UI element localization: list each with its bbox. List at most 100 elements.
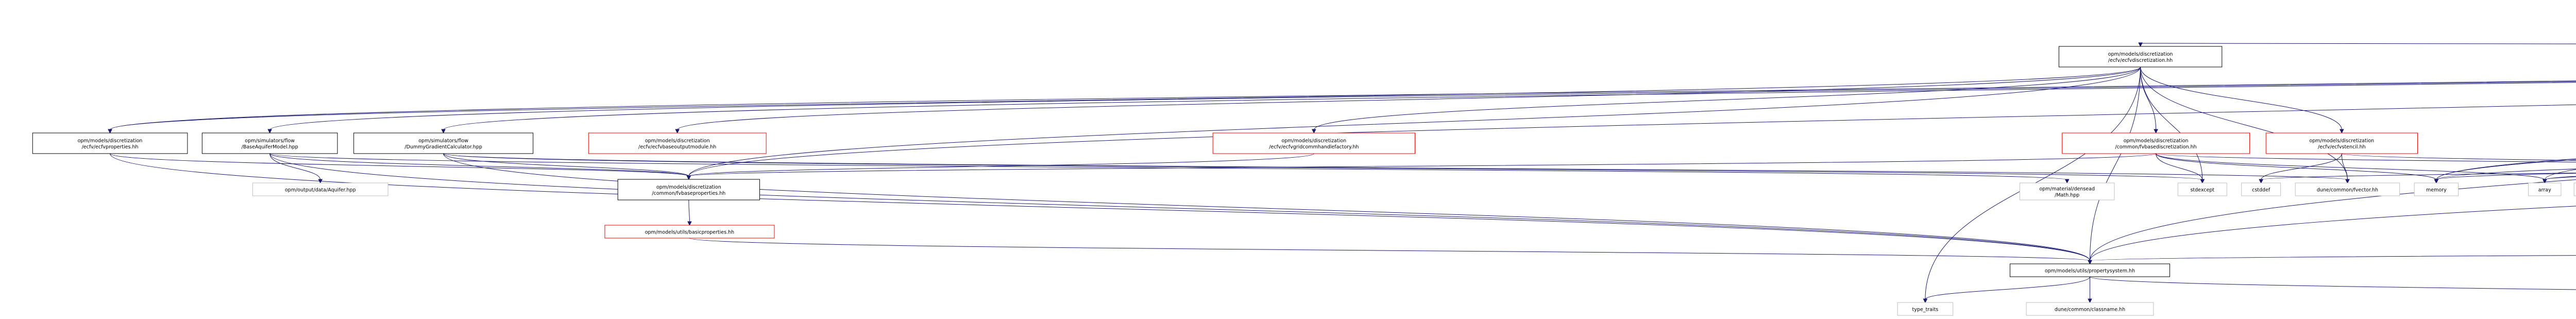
edge-tempmodel-to-array bbox=[2542, 176, 2576, 184]
edge-dummygrad-to-fvbaseprops bbox=[443, 153, 691, 180]
node-box bbox=[2177, 182, 2227, 196]
node-box bbox=[588, 132, 767, 154]
node-classname: dune/common/classname.hh bbox=[2026, 302, 2154, 316]
edge-cpgridvanguard-to-array bbox=[2542, 169, 2576, 184]
node-box bbox=[201, 132, 338, 154]
edge-ecfvdisc-to-ecfvbaseout bbox=[675, 66, 2141, 134]
edge-flowbaseprobprops-to-fvbaseprops bbox=[686, 104, 2576, 180]
node-label: opm/models/discretization bbox=[2309, 138, 2374, 144]
node-box bbox=[617, 179, 760, 200]
edge-root-to-memory bbox=[2434, 158, 2576, 184]
node-stdexcept: stdexcept bbox=[2177, 182, 2227, 196]
edge-dummygrad-to-propsystem bbox=[443, 153, 2092, 265]
node-label: /ecfv/ecfvstencil.hh bbox=[2318, 144, 2366, 150]
node-ecfvbaseout[interactable]: opm/models/discretization/ecfv/ecfvbaseo… bbox=[588, 132, 767, 154]
edge-ecfvprops-to-propsystem bbox=[110, 153, 2092, 265]
node-box bbox=[252, 182, 388, 196]
node-ecfvprops[interactable]: opm/models/discretization/ecfv/ecfvprope… bbox=[32, 132, 188, 154]
node-box bbox=[2414, 182, 2459, 196]
node-ecfvgridcomm[interactable]: opm/models/discretization/ecfv/ecfvgridc… bbox=[1212, 132, 1416, 154]
node-label: /ecfv/ecfvbaseoutputmodule.hh bbox=[638, 144, 716, 150]
node-label: dune/common/classname.hh bbox=[2055, 307, 2125, 313]
node-box bbox=[2019, 182, 2115, 200]
node-label: opm/models/utils/propertysystem.hh bbox=[2045, 268, 2135, 274]
node-cstddef: cstddef bbox=[2241, 182, 2281, 196]
node-opmlog: opm/common/OpmLog/OpmLog.hpp bbox=[2573, 182, 2576, 196]
edge-ecfvdisc-to-ecfvprops bbox=[108, 66, 2141, 134]
node-label: /DummyGradientCalculator.hpp bbox=[404, 144, 482, 150]
edges-layer bbox=[108, 42, 2576, 304]
edge-fvbasedisc-to-fvbaseprops bbox=[686, 153, 2157, 180]
node-propsystem[interactable]: opm/models/utils/propertysystem.hh bbox=[2009, 263, 2171, 277]
node-box bbox=[2265, 132, 2418, 154]
node-box bbox=[2009, 263, 2171, 277]
edge-flowbaseprobprops-to-baseaquifer bbox=[267, 81, 2576, 134]
edge-baseaquifer-to-fvbaseprops bbox=[269, 153, 691, 180]
node-basicprops[interactable]: opm/models/utils/basicproperties.hh bbox=[604, 225, 775, 239]
node-label: opm/models/utils/basicproperties.hh bbox=[645, 230, 734, 236]
node-label: opm/models/discretization bbox=[645, 138, 710, 144]
node-aquifer: opm/output/data/Aquifer.hpp bbox=[252, 182, 388, 196]
node-box bbox=[1897, 302, 1954, 316]
edge-dummygrad-to-stdexcept bbox=[443, 153, 2205, 184]
edge-eclwriter-to-memory bbox=[2434, 169, 2576, 184]
node-ecfvdisc[interactable]: opm/models/discretization/ecfv/ecfvdiscr… bbox=[2058, 46, 2223, 68]
node-ecfvstencil[interactable]: opm/models/discretization/ecfv/ecfvstenc… bbox=[2265, 132, 2418, 154]
node-box bbox=[32, 132, 188, 154]
edge-ecfvdisc-to-propsystem bbox=[2088, 66, 2141, 265]
node-label: opm/models/discretization bbox=[1281, 138, 1346, 144]
edge-flowbaseprobprops-to-dummygrad bbox=[441, 82, 2576, 134]
node-label: opm/models/discretization bbox=[78, 138, 143, 144]
edge-blackoilenergy-to-cstddef bbox=[2259, 173, 2576, 184]
node-label: cstddef bbox=[2252, 188, 2270, 193]
node-fvbaseprops[interactable]: opm/models/discretization/common/fvbasep… bbox=[617, 179, 760, 200]
node-baseaquifer[interactable]: opm/simulators/flow/BaseAquiferModel.hpp bbox=[201, 132, 338, 154]
edge-ecfvdisc-to-ecfvgridcomm bbox=[1312, 66, 2141, 134]
node-label: /common/fvbasediscretization.hh bbox=[2115, 144, 2197, 150]
edge-basicprops-to-propsystem bbox=[689, 238, 2092, 265]
node-array: array bbox=[2528, 182, 2562, 196]
node-label: stdexcept bbox=[2190, 188, 2214, 193]
node-label: /ecfv/ecfvdiscretization.hh bbox=[2108, 58, 2173, 63]
node-label: opm/models/discretization bbox=[2124, 138, 2189, 144]
node-typetraits: type_traits bbox=[1897, 302, 1954, 316]
node-label: /common/fvbaseproperties.hh bbox=[652, 191, 725, 196]
node-label: opm/material/densead bbox=[2039, 187, 2095, 192]
edge-ecfvstencil-to-fvector bbox=[2341, 153, 2350, 184]
node-label: array bbox=[2538, 188, 2551, 193]
node-dummygrad[interactable]: opm/simulators/flow/DummyGradientCalcula… bbox=[353, 132, 534, 154]
node-box bbox=[2058, 46, 2223, 68]
node-label: opm/output/data/Aquifer.hpp bbox=[285, 188, 356, 193]
node-memory: memory bbox=[2414, 182, 2459, 196]
edge-multiphase-to-propsystem bbox=[2088, 255, 2576, 265]
nodes-layer: HybridNewton.hppopm/simulators/flow/Flow… bbox=[32, 46, 2576, 316]
node-label: /BaseAquiferModel.hpp bbox=[242, 144, 298, 150]
node-fvector: dune/common/fvector.hh bbox=[2295, 182, 2400, 196]
node-box bbox=[353, 132, 534, 154]
node-label: opm/models/discretization bbox=[2108, 52, 2173, 57]
node-box bbox=[2026, 302, 2154, 316]
edge-ecfvstencil-to-vector bbox=[2341, 153, 2576, 161]
node-fvbasedisc[interactable]: opm/models/discretization/common/fvbased… bbox=[2062, 132, 2250, 154]
edge-fvbasedisc-to-array bbox=[2156, 153, 2547, 184]
edge-baseaquifer-to-propsystem bbox=[269, 153, 2092, 265]
node-densead: opm/material/densead/Math.hpp bbox=[2019, 182, 2115, 200]
node-label: dune/common/fvector.hh bbox=[2317, 188, 2378, 193]
node-label: /Math.hpp bbox=[2055, 193, 2079, 198]
edge-flowbaseprobprops-to-ecfvdisc bbox=[2138, 42, 2576, 47]
node-label: opm/models/discretization bbox=[656, 184, 721, 190]
edge-cpgridvanguard-to-memory bbox=[2434, 159, 2576, 184]
edge-ecfvdisc-to-fvbaseprops bbox=[686, 66, 2141, 180]
node-label: /ecfv/ecfvgridcommhandlefactory.hh bbox=[1269, 144, 1359, 150]
node-box bbox=[2295, 182, 2400, 196]
edge-fvbasedisc-to-vector bbox=[2156, 153, 2576, 163]
edge-tempmodel-to-memory bbox=[2434, 173, 2576, 184]
node-box bbox=[2241, 182, 2281, 196]
edge-ecfvprops-to-fvbaseprops bbox=[110, 153, 691, 180]
edge-fvbasedisc-to-stdexcept bbox=[2156, 153, 2205, 184]
node-box bbox=[2573, 182, 2576, 196]
edge-propsystem-to-tuple bbox=[2089, 276, 2576, 290]
node-label: type_traits bbox=[1912, 307, 1939, 313]
edge-propsystem-to-classname bbox=[2088, 277, 2092, 304]
